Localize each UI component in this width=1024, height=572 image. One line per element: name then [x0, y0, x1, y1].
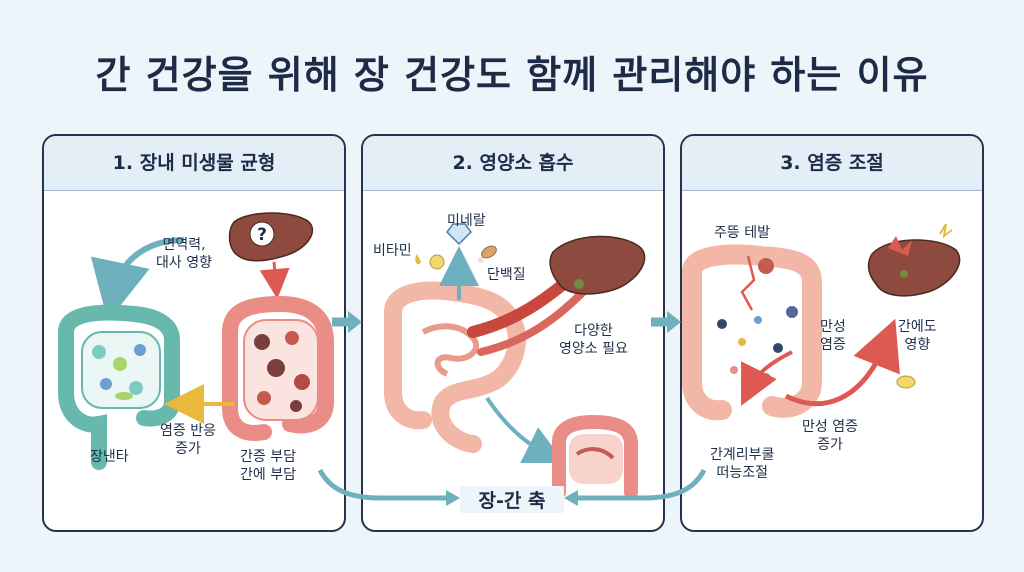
label-liver-burden: 간증 부담 간에 부담 — [240, 449, 296, 483]
panel-heading: 1. 장내 미생물 균형 — [44, 136, 344, 191]
label-spread: 주뜽 테발 — [714, 225, 770, 241]
pill-icon — [896, 375, 916, 389]
panel-inflammation-control: 3. 염증 조절 주뜽 — [680, 134, 984, 532]
vitamin-icon — [415, 254, 445, 270]
inflamed-gut-icon — [222, 295, 334, 441]
label-vitamin: 비타민 — [373, 243, 412, 259]
healthy-gut-icon — [58, 304, 180, 470]
liver-question-icon: ? — [228, 212, 314, 262]
colon-icon — [552, 414, 638, 499]
label-nutrients: 다양한 영양소 필요 — [559, 323, 628, 357]
label-chronic-increase: 만성 염증 증가 — [802, 419, 858, 453]
svg-text:?: ? — [257, 225, 267, 245]
protein-icon — [478, 245, 497, 263]
label-chronic: 만성 염증 — [820, 319, 846, 353]
nutrient-illustration — [384, 223, 646, 499]
label-liver-effect: 간에도 영향 — [898, 319, 937, 353]
inflamed-liver-icon — [867, 223, 961, 297]
diamond-icon — [446, 223, 472, 246]
label-mineral: 미네랄 — [447, 213, 486, 229]
microbiome-illustration: ? — [58, 212, 334, 470]
label-regulation: 간계리부쿨 떠능조절 — [710, 447, 775, 481]
panel-heading: 3. 염증 조절 — [682, 136, 982, 191]
liver-icon — [549, 235, 646, 295]
gut-liver-axis-label: 장-간 축 — [460, 486, 564, 513]
inflammation-illustration — [682, 223, 961, 421]
panel-nutrient-absorption: 2. 영양소 흡수 — [361, 134, 665, 532]
small-intestine-icon — [384, 281, 526, 453]
panel-heading: 2. 영양소 흡수 — [363, 136, 663, 191]
page-title: 간 건강을 위해 장 건강도 함께 관리해야 하는 이유 — [95, 53, 929, 97]
label-gut: 장낸타 — [90, 449, 129, 465]
label-protein: 단백질 — [487, 267, 526, 283]
panel-microbiome-balance: 1. 장내 미생물 균형 ? — [42, 134, 346, 532]
label-inflammation: 염증 반응 증가 — [160, 423, 216, 457]
label-immunity: 면역력, 대사 영향 — [156, 237, 212, 271]
